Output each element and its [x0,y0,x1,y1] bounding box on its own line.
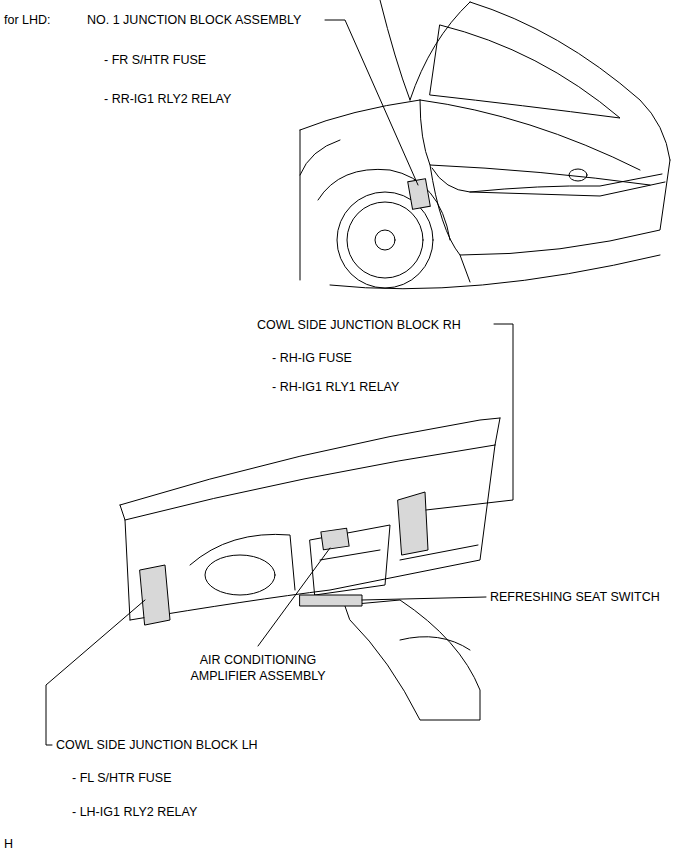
cowl-junction-block-rh [398,492,428,555]
junction-block [408,179,431,210]
fuse-name: - FR S/HTR FUSE [104,52,206,68]
relay-name: - RH-IG1 RLY1 RELAY [272,379,399,395]
fuse-name: - RH-IG FUSE [272,350,352,366]
leader-lines [46,20,513,745]
part-name: COWL SIDE JUNCTION BLOCK RH [257,317,461,333]
cowl-junction-block-lh [140,565,170,625]
part-name: AIR CONDITIONING AMPLIFIER ASSEMBLY [170,652,346,684]
part-name: COWL SIDE JUNCTION BLOCK LH [56,737,258,753]
vehicle-rear-view [300,0,670,289]
refreshing-seat-switch [300,595,362,606]
figure-code: H [4,836,13,852]
part-name: REFRESHING SEAT SWITCH [490,589,660,605]
relay-name: - RR-IG1 RLY2 RELAY [104,91,231,107]
diagram-title: for LHD: [4,12,51,28]
relay-name: - LH-IG1 RLY2 RELAY [72,804,197,820]
fuse-name: - FL S/HTR FUSE [72,770,172,786]
dashboard-view [120,418,500,720]
air-conditioning-amplifier [321,528,349,549]
part-name: NO. 1 JUNCTION BLOCK ASSEMBLY [87,12,301,28]
